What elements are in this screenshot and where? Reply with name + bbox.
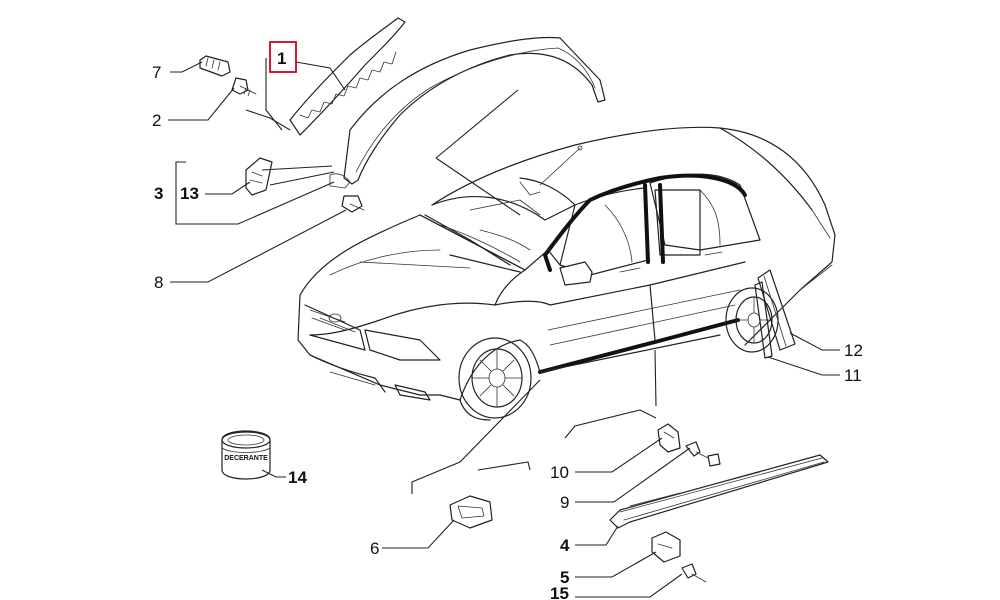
callout-2: 2	[152, 111, 161, 130]
callout-14: 14	[288, 468, 307, 487]
callout-9: 9	[560, 493, 569, 512]
clip-13	[245, 157, 273, 196]
screw-9	[685, 441, 721, 467]
pillar-trim-11	[754, 281, 773, 359]
callout-1: 1	[277, 49, 286, 68]
car-illustration	[297, 126, 836, 421]
callout-5: 5	[560, 568, 569, 587]
callout-12: 12	[844, 341, 863, 360]
windshield-pillar-moulding	[289, 17, 606, 189]
callout-7: 7	[152, 63, 161, 82]
clip-5	[651, 531, 681, 563]
screw-8	[341, 195, 365, 213]
highlight-box	[269, 41, 297, 73]
callout-10: 10	[550, 463, 569, 482]
callout-15: 15	[550, 584, 569, 600]
jar-label: DECERANTE	[224, 455, 268, 462]
sill-moulding-4	[609, 454, 829, 529]
callout-4: 4	[560, 536, 570, 555]
callout-3: 3	[154, 184, 163, 203]
pillar-trim-12	[757, 269, 796, 351]
callout-labels: 1 7 2 3 13 8 12 11 10 9 4 5 15 6 14	[152, 49, 863, 600]
wax-jar-14: DECERANTE	[221, 430, 271, 480]
callout-8: 8	[154, 273, 163, 292]
leader-lines	[168, 58, 840, 598]
screw-15	[681, 563, 707, 583]
screw-2	[231, 77, 257, 97]
callout-6: 6	[370, 539, 379, 558]
stud-clip-7	[199, 55, 231, 77]
callout-11: 11	[844, 366, 862, 385]
grommet-6	[449, 495, 493, 529]
callout-13: 13	[180, 184, 199, 203]
clip-10	[657, 423, 681, 453]
